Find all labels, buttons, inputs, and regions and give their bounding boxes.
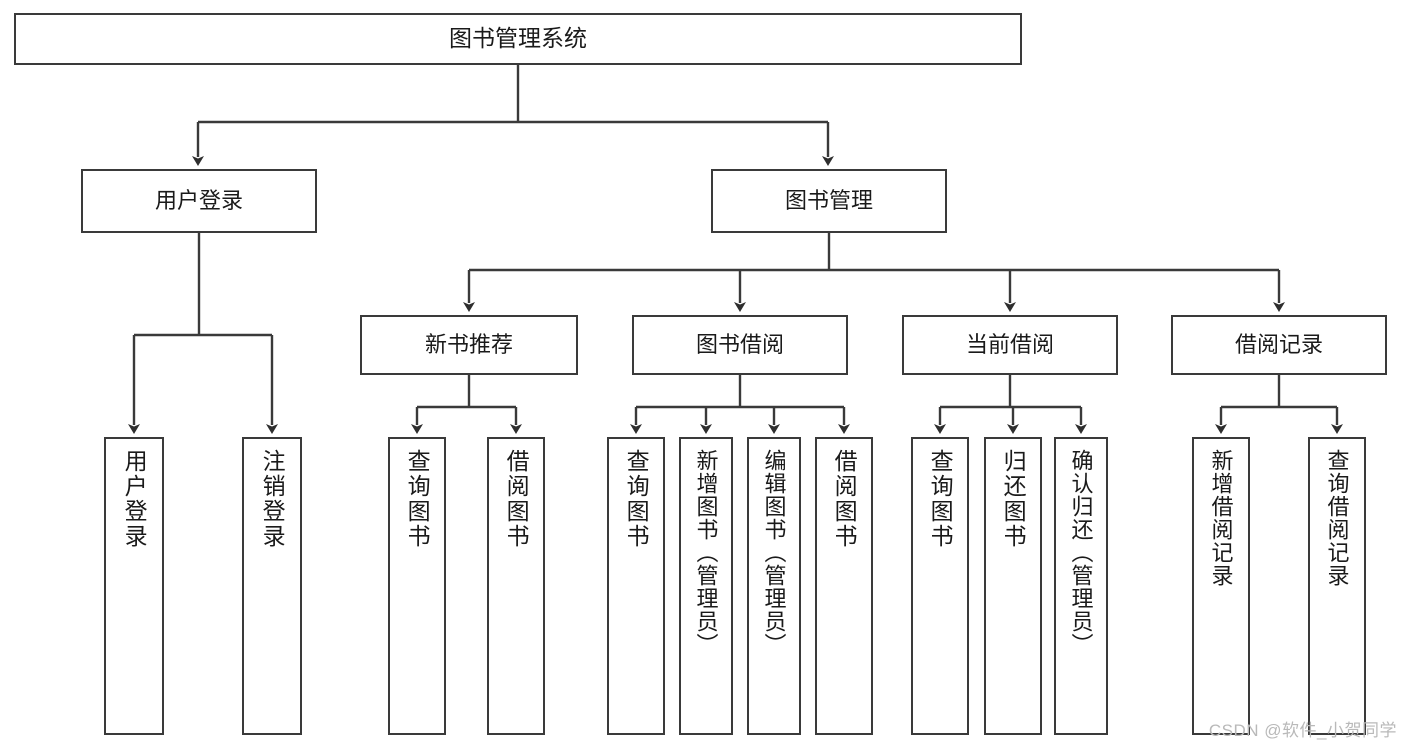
leaf-borrow-books-borrowing[interactable]: 借阅图书: [815, 437, 873, 735]
node-label: 编辑图书（管理员）: [761, 449, 787, 656]
node-label: 图书管理: [784, 188, 873, 214]
leaf-query-borrow-record[interactable]: 查询借阅记录: [1308, 437, 1366, 735]
node-label: 新增图书（管理员）: [693, 449, 719, 656]
watermark-text: CSDN @软件_小贺同学: [1208, 721, 1397, 740]
node-label: 查询图书: [623, 449, 650, 549]
node-label: 图书管理系统: [449, 25, 587, 52]
leaf-confirm-return-admin[interactable]: 确认归还（管理员）: [1054, 437, 1108, 735]
node-label: 借阅图书: [503, 449, 530, 549]
leaf-edit-book-admin[interactable]: 编辑图书（管理员）: [747, 437, 801, 735]
node-current-borrowing[interactable]: 当前借阅: [902, 315, 1118, 375]
leaf-logout[interactable]: 注销登录: [242, 437, 302, 735]
node-label: 确认归还（管理员）: [1068, 449, 1094, 656]
node-label: 用户登录: [121, 449, 148, 549]
node-borrow-records[interactable]: 借阅记录: [1171, 315, 1387, 375]
leaf-add-borrow-record[interactable]: 新增借阅记录: [1192, 437, 1250, 735]
node-label: 借阅图书: [831, 449, 858, 549]
node-label: 图书借阅: [695, 332, 784, 358]
node-label: 查询图书: [927, 449, 954, 549]
leaf-add-book-admin[interactable]: 新增图书（管理员）: [679, 437, 733, 735]
node-label: 注销登录: [259, 449, 286, 549]
leaf-borrow-books-recommendation[interactable]: 借阅图书: [487, 437, 545, 735]
node-label: 当前借阅: [965, 332, 1054, 358]
node-new-book-recommendation[interactable]: 新书推荐: [360, 315, 578, 375]
node-label: 新书推荐: [424, 332, 513, 358]
node-label: 查询借阅记录: [1324, 449, 1350, 587]
node-label: 新增借阅记录: [1208, 449, 1234, 587]
leaf-query-books-borrowing[interactable]: 查询图书: [607, 437, 665, 735]
leaf-return-books[interactable]: 归还图书: [984, 437, 1042, 735]
node-label: 查询图书: [404, 449, 431, 549]
leaf-query-books-recommendation[interactable]: 查询图书: [388, 437, 446, 735]
node-label: 用户登录: [154, 188, 243, 214]
node-book-management[interactable]: 图书管理: [711, 169, 947, 233]
leaf-query-books-current[interactable]: 查询图书: [911, 437, 969, 735]
node-book-borrowing[interactable]: 图书借阅: [632, 315, 848, 375]
node-root-system[interactable]: 图书管理系统: [14, 13, 1022, 65]
node-label: 归还图书: [1000, 449, 1027, 549]
node-user-login[interactable]: 用户登录: [81, 169, 317, 233]
node-label: 借阅记录: [1234, 332, 1323, 358]
leaf-user-login[interactable]: 用户登录: [104, 437, 164, 735]
